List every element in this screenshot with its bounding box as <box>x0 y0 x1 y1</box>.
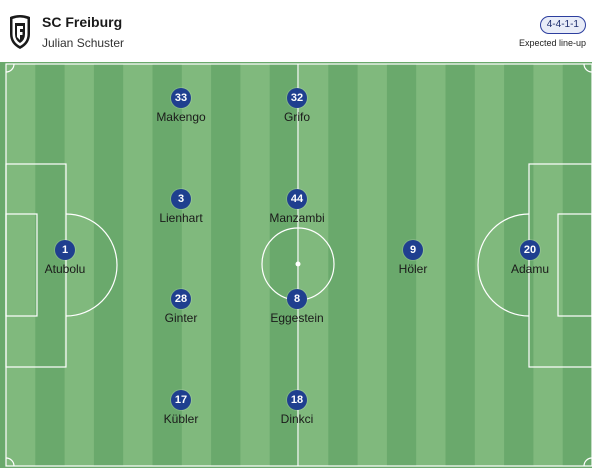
player-name[interactable]: Grifo <box>283 110 311 124</box>
pitch-stripes <box>0 62 592 468</box>
right-goal-area <box>557 213 592 317</box>
player-name[interactable]: Lienhart <box>159 211 203 225</box>
player-name[interactable]: Atubolu <box>44 262 86 276</box>
team-name: SC Freiburg <box>42 14 123 30</box>
left-goal-area <box>5 213 38 317</box>
pitch-stripe <box>240 64 270 466</box>
player-name[interactable]: Eggestein <box>270 311 324 325</box>
right-penalty-area <box>528 163 592 368</box>
player-name[interactable]: Makengo <box>156 110 206 124</box>
player-number-badge[interactable]: 32 <box>287 88 307 108</box>
player-name[interactable]: Adamu <box>510 262 550 276</box>
manager-name: Julian Schuster <box>42 36 125 50</box>
player-number-badge[interactable]: 8 <box>287 289 307 309</box>
corner-arc-bottom-left <box>5 457 15 467</box>
pitch-markings <box>0 62 592 468</box>
centre-spot <box>295 261 301 267</box>
left-penalty-arc <box>65 213 118 317</box>
pitch-stripe <box>357 64 387 466</box>
player-number-badge[interactable]: 18 <box>287 390 307 410</box>
player-number-badge[interactable]: 28 <box>171 289 191 309</box>
player-name[interactable]: Kübler <box>163 412 199 426</box>
player-number-badge[interactable]: 17 <box>171 390 191 410</box>
corner-arc-top-left <box>5 63 15 73</box>
pitch-stripe <box>64 64 94 466</box>
player-name[interactable]: Manzambi <box>269 211 325 225</box>
formation-badge[interactable]: 4-4-1-1 <box>539 16 586 34</box>
player-number-badge[interactable]: 1 <box>55 240 75 260</box>
player-number-badge[interactable]: 9 <box>403 240 423 260</box>
player-number-badge[interactable]: 20 <box>520 240 540 260</box>
player-number-badge[interactable]: 44 <box>287 189 307 209</box>
pitch-stripe <box>123 64 153 466</box>
pitch-stripe <box>6 64 36 466</box>
player-name[interactable]: Ginter <box>164 311 198 325</box>
sc-freiburg-crest-icon <box>10 15 30 49</box>
pitch-stripe <box>416 64 446 466</box>
right-penalty-arc <box>477 213 530 317</box>
lineup-status-label: Expected line-up <box>518 38 586 48</box>
team-header: SC Freiburg Julian Schuster 4-4-1-1 Expe… <box>0 0 592 62</box>
player-name[interactable]: Höler <box>398 262 428 276</box>
corner-arc-top-right <box>583 63 592 73</box>
corner-arc-bottom-right <box>583 457 592 467</box>
pitch-stripe <box>474 64 505 466</box>
player-number-badge[interactable]: 33 <box>171 88 191 108</box>
player-number-badge[interactable]: 3 <box>171 189 191 209</box>
player-name[interactable]: Dinkci <box>280 412 314 426</box>
